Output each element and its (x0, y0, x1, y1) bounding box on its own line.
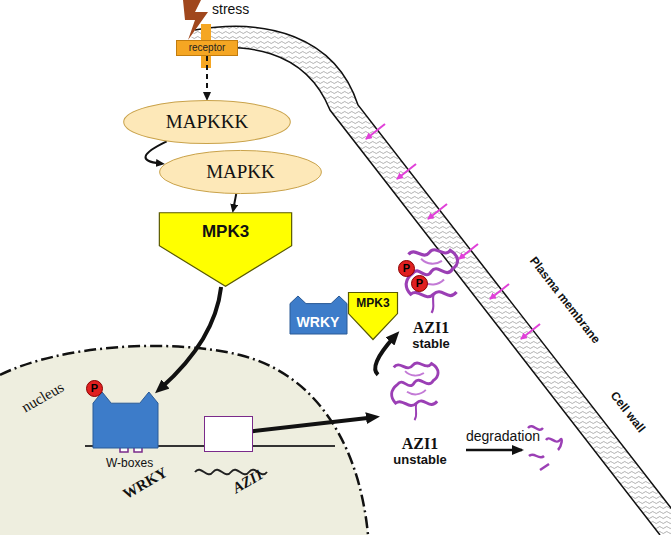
node-text: MAPKK (206, 161, 275, 183)
node-text: AZI1 (413, 319, 449, 337)
protein-node: AZI1stable (398, 240, 464, 352)
signal-arrow (145, 141, 166, 163)
structure-label: Cell wall (606, 387, 649, 437)
node-text: nucleus (19, 379, 67, 417)
membrane-band (185, 26, 671, 535)
signal-arrow (253, 418, 373, 432)
signal-arrow (161, 287, 221, 388)
transcription-factor: WRKY (290, 296, 347, 334)
node-text: AZI1 (402, 435, 438, 453)
phospho-mark: P (86, 380, 103, 397)
node-text: receptor (189, 42, 226, 54)
node-text: MPK3 (356, 297, 389, 311)
signal-arrow (234, 194, 237, 208)
transcription-factor: WRKY (93, 392, 158, 448)
kinase-ellipse: MAPKKK (122, 100, 292, 144)
kinase-ellipse: MAPKK (158, 150, 323, 194)
text-label: W-boxes (106, 456, 153, 470)
node-text: MAPKKK (166, 111, 248, 133)
phospho-mark: P (398, 260, 415, 277)
node-text: unstable (393, 453, 446, 468)
protein-node: AZI1unstable (378, 356, 462, 468)
cell-wall-line (195, 26, 671, 535)
nuc-outline (0, 340, 370, 535)
protein-stable (406, 250, 457, 313)
structure-label: Plasma membrane (526, 252, 605, 347)
node-text: MPK3 (202, 222, 249, 242)
node-text: AZI1 (230, 466, 267, 497)
nucleus-region: nucleus WRKY AZI1 (0, 340, 370, 535)
signal-arrow (375, 337, 394, 375)
receptor-box: receptor (176, 40, 238, 56)
kinase-pentagon: MPK3 (158, 212, 293, 287)
node-text: stable (412, 337, 450, 352)
phospho-mark: P (411, 275, 428, 292)
signal-arrow (206, 56, 208, 96)
text-label: stress (212, 1, 249, 17)
gene-box: AZI1 (204, 416, 253, 452)
node-text: WRKY (297, 314, 340, 330)
kinase-pentagon: MPK3 (348, 292, 398, 340)
degradation-arrow (466, 449, 522, 452)
text-label: degradation (466, 428, 540, 444)
wrky-outline (93, 392, 158, 448)
protein-unstable (392, 363, 438, 420)
receptor-stem (201, 24, 211, 40)
